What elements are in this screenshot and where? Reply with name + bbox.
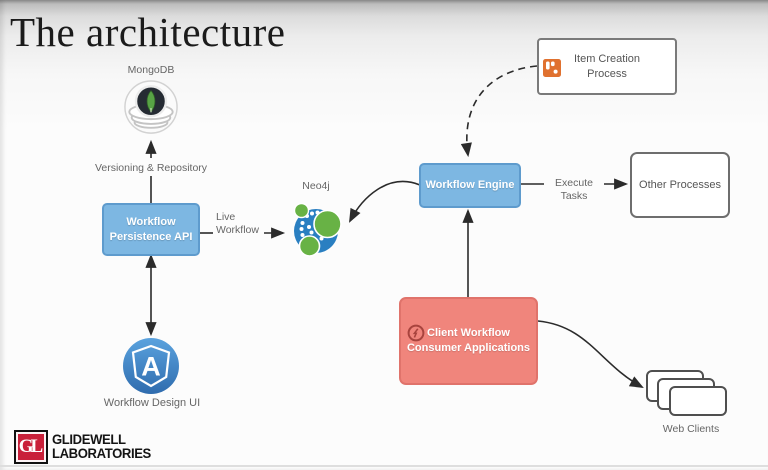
workflow-design-ui-label: Workflow Design UI [103, 397, 201, 409]
rabbitmq-icon [543, 44, 561, 77]
web-clients-label: Web Clients [662, 423, 720, 435]
page-title: The architecture [10, 9, 286, 55]
glidewell-monogram: GL [14, 430, 48, 464]
glidewell-name: GLIDEWELL LABORATORIES [52, 431, 151, 461]
node-client-workflow-consumer-applications: Client Workflow Consumer Applications [399, 297, 538, 385]
neo4j-icon [289, 200, 347, 263]
mongodb-label: MongoDB [127, 64, 175, 76]
node-other-processes: Other Processes [630, 152, 730, 218]
video-progress-bar [0, 465, 768, 467]
execute-tasks-edge-label: Execute Tasks [555, 177, 593, 203]
versioning-repository-edge-label: Versioning & Repository [94, 162, 208, 174]
svg-text:A: A [141, 352, 161, 382]
item-creation-process-label: Item Creation Process [573, 52, 641, 80]
neo4j-label: Neo4j [302, 180, 330, 192]
live-workflow-edge-label: Live Workflow [216, 211, 259, 237]
mongodb-icon [122, 80, 180, 141]
web-client-card-front [669, 386, 727, 416]
edge-engine-to-neo4j [349, 180, 421, 223]
node-workflow-persistence-api: Workflow Persistence API [102, 203, 200, 256]
node-item-creation-process: Item Creation Process [537, 38, 677, 95]
node-workflow-engine: Workflow Engine [419, 163, 521, 208]
edge-client-to-webclients [537, 320, 644, 389]
bolt-icon [407, 309, 425, 342]
edge-itemcreation-to-engine [460, 65, 538, 158]
angular-icon: A [122, 337, 180, 400]
glidewell-logo: GL GLIDEWELL LABORATORIES [14, 430, 154, 464]
client-workflow-consumer-label: Client Workflow Consumer Applications [406, 327, 531, 354]
